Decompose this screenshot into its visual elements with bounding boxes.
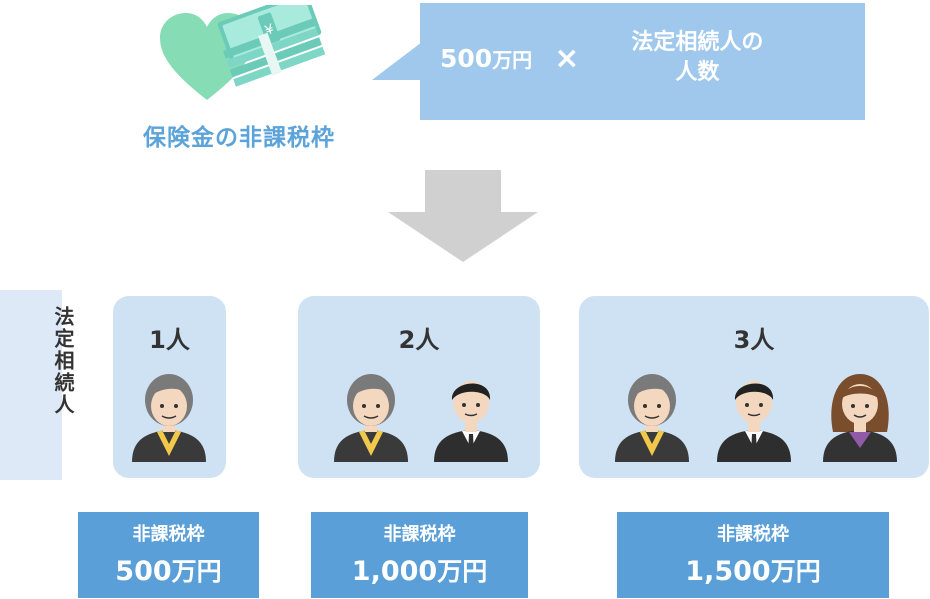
woman-2-icon: [822, 373, 898, 462]
result-unit: 万円: [437, 557, 488, 586]
result-label: 非課税枠: [717, 524, 789, 545]
result-value: 1,000万円: [311, 552, 528, 588]
heirs-side-label: 法定相続人: [0, 290, 75, 480]
down-arrow-icon: [388, 170, 538, 262]
result-amount: 1,000: [351, 556, 438, 587]
heirs-side-label-text: 法定相続人: [51, 306, 75, 416]
times-operator: ×: [554, 40, 580, 76]
heir-count-label: 1人: [149, 326, 190, 354]
formula-amount: 500万円: [440, 44, 532, 73]
result-amount: 1,500: [685, 556, 771, 587]
result-value: 500万円: [78, 552, 259, 588]
result-box-2: 非課税枠 1,000万円: [311, 512, 528, 598]
formula-text: 500万円 × 法定相続人の人数: [440, 28, 850, 88]
formula-amount-unit: 万円: [492, 47, 533, 72]
group-panel-3: 3人: [579, 296, 929, 478]
heart-money-icon: ¥: [160, 5, 325, 100]
formula-amount-number: 500: [440, 43, 493, 73]
man-icon: [433, 380, 509, 462]
heir-count-label: 3人: [733, 326, 775, 354]
man-icon: [716, 380, 792, 462]
formula-callout: [420, 3, 865, 120]
woman-icon: [131, 373, 207, 462]
formula-factor: 法定相続人の人数: [597, 28, 797, 88]
group-panel-2: 2人: [298, 296, 540, 478]
callout-pointer: [372, 42, 422, 80]
result-value: 1,500万円: [617, 552, 889, 588]
result-box-3: 非課税枠 1,500万円: [617, 512, 889, 598]
formula-factor-line1: 法定相続人の: [631, 30, 764, 55]
formula-factor-line2: 人数: [675, 60, 720, 85]
result-unit: 万円: [171, 557, 222, 586]
result-label: 非課税枠: [383, 524, 456, 545]
woman-icon: [614, 373, 690, 462]
result-amount: 500: [115, 556, 172, 587]
result-label: 非課税枠: [132, 524, 205, 545]
woman-icon: [333, 373, 409, 462]
group-panel-1: 1人: [113, 296, 226, 478]
tax-exemption-label: 保険金の非課税枠: [143, 125, 335, 151]
heir-count-label: 2人: [398, 326, 440, 354]
result-box-1: 非課税枠 500万円: [78, 512, 259, 598]
result-unit: 万円: [770, 557, 821, 586]
